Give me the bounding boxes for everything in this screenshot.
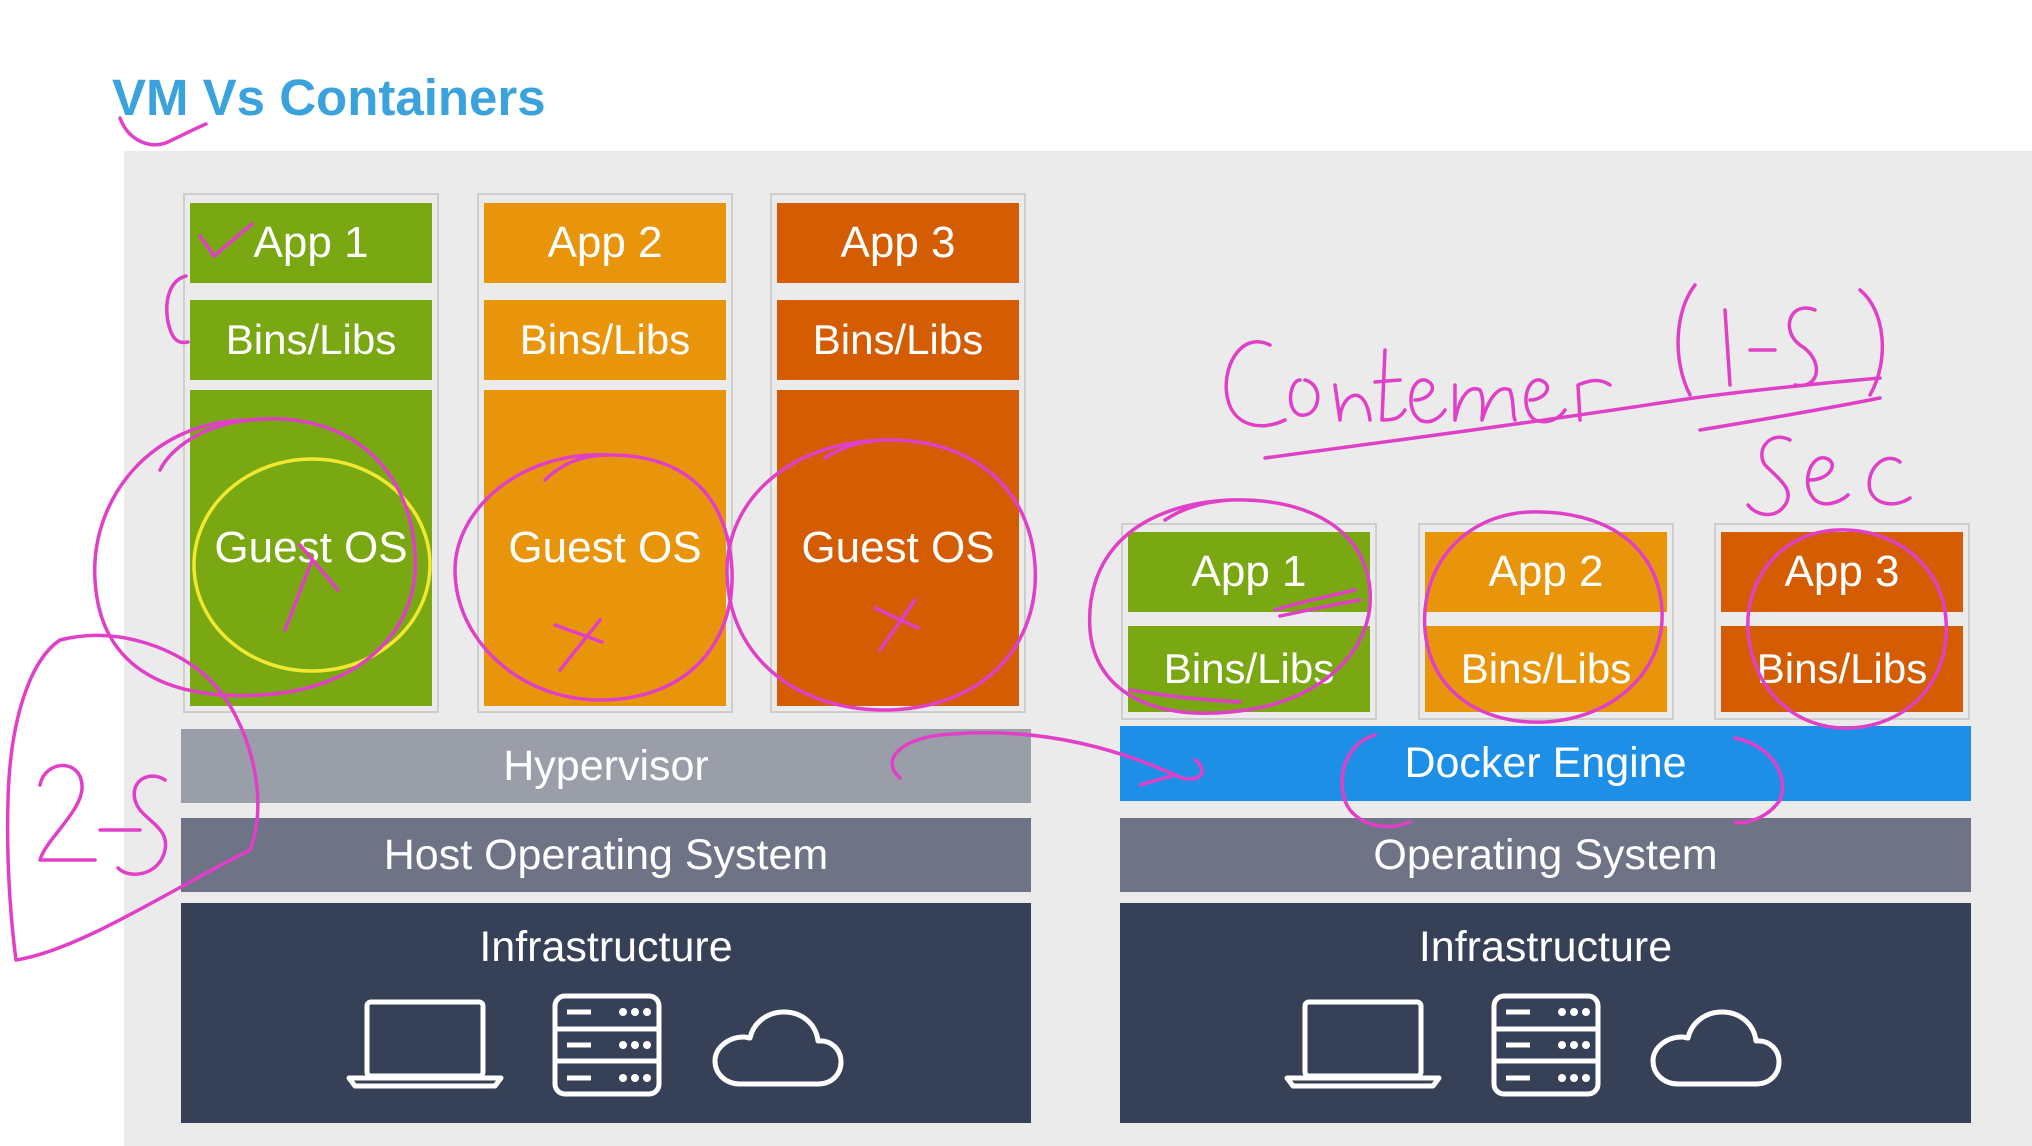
container-infrastructure-layer: Infrastructure bbox=[1120, 903, 1971, 1123]
vm-bins-libs-1: Bins/Libs bbox=[190, 300, 432, 380]
container-app-3: App 3 bbox=[1721, 532, 1963, 612]
vm-app-3: App 3 bbox=[777, 203, 1019, 283]
host-os-layer: Host Operating System bbox=[181, 818, 1031, 892]
vm-guest-os-2: Guest OS bbox=[484, 390, 726, 706]
vm-guest-os-1: Guest OS bbox=[190, 390, 432, 706]
server-icon bbox=[552, 993, 662, 1097]
vm-bins-libs-2: Bins/Libs bbox=[484, 300, 726, 380]
slide-title: VM Vs Containers bbox=[112, 69, 546, 126]
server-icon bbox=[1491, 993, 1601, 1097]
operating-system-layer: Operating System bbox=[1120, 818, 1971, 892]
container-bins-libs-2: Bins/Libs bbox=[1425, 626, 1667, 712]
container-app-1: App 1 bbox=[1128, 532, 1370, 612]
vm-infrastructure-label: Infrastructure bbox=[479, 923, 733, 971]
vm-infrastructure-layer: Infrastructure bbox=[181, 903, 1031, 1123]
vm-guest-os-3: Guest OS bbox=[777, 390, 1019, 706]
container-bins-libs-1: Bins/Libs bbox=[1128, 626, 1370, 712]
vm-app-1: App 1 bbox=[190, 203, 432, 283]
vm-app-2: App 2 bbox=[484, 203, 726, 283]
hypervisor-layer: Hypervisor bbox=[181, 729, 1031, 803]
container-infrastructure-label: Infrastructure bbox=[1418, 923, 1673, 971]
docker-engine-layer: Docker Engine bbox=[1120, 726, 1971, 801]
cloud-icon bbox=[712, 1009, 844, 1087]
laptop-icon bbox=[1284, 999, 1442, 1089]
container-bins-libs-3: Bins/Libs bbox=[1721, 626, 1963, 712]
laptop-icon bbox=[346, 999, 504, 1089]
vm-bins-libs-3: Bins/Libs bbox=[777, 300, 1019, 380]
container-app-2: App 2 bbox=[1425, 532, 1667, 612]
cloud-icon bbox=[1650, 1009, 1782, 1087]
